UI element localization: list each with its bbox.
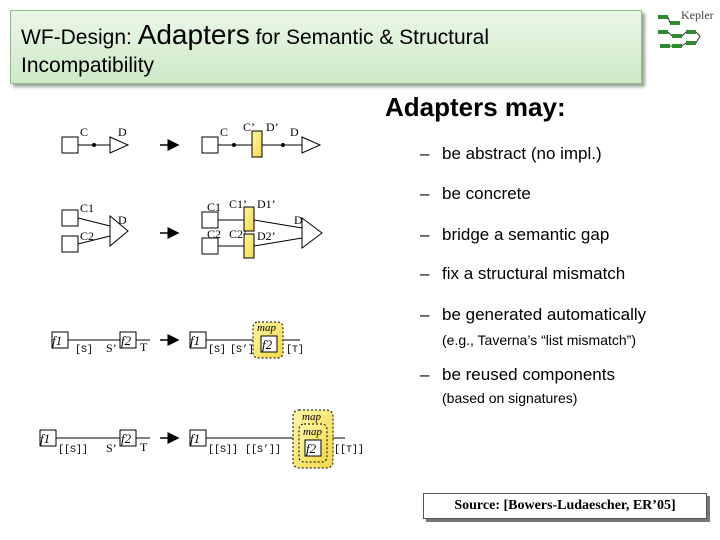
bullet-subtext: (e.g., Taverna’s “list mismatch”) [442, 332, 636, 348]
title-line-2: Incompatibility [21, 54, 155, 77]
bullet-text: fix a structural mismatch [442, 264, 626, 283]
label: map [302, 411, 321, 423]
label: C [220, 125, 228, 139]
row2-right: C1 C1’ D1’ C2 C2’ D2’ D [201, 197, 323, 259]
title-suffix: for Semantic & Structural [249, 26, 490, 49]
label: [[S]] [58, 444, 88, 456]
bullet-marker: – [420, 225, 430, 244]
row3-left: f1 [S] S’ f2 T [51, 331, 150, 356]
bullet-text: be reused components [442, 365, 615, 384]
label: f2 [262, 337, 273, 352]
source-citation: Source: [Bowers-Ludaescher, ER’05] [423, 493, 707, 519]
logo-text: Kepler [681, 8, 714, 22]
label: map [303, 426, 322, 438]
row4-right: f1 [[S]] [[S’]] map map f2 [[T]] [189, 409, 364, 469]
label: D2’ [257, 229, 276, 243]
bullet-item: –be reused components [420, 365, 615, 385]
label: [[T]] [334, 444, 364, 456]
label: C1 [80, 201, 94, 215]
actor-box [61, 136, 79, 154]
bullet-item: –bridge a semantic gap [420, 225, 609, 245]
bullet-marker: – [420, 365, 430, 384]
label: D1’ [257, 197, 276, 211]
bullet-text: bridge a semantic gap [442, 225, 610, 244]
label: [[S]] [208, 444, 238, 456]
row3-right: f1 [S] [S’] map f2 [T] [189, 321, 304, 359]
label: C2 [207, 227, 221, 241]
label: C [80, 125, 88, 139]
bullet-text: be abstract (no impl.) [442, 144, 602, 163]
label: C’ [243, 120, 255, 134]
label: f1 [40, 431, 50, 446]
bullet-marker: – [420, 144, 430, 163]
kepler-logo: Kepler [658, 8, 714, 48]
bullet-subtext: (based on signatures) [442, 390, 578, 406]
title-banner: WF-Design: Adapters for Semantic & Struc… [10, 10, 642, 84]
label: f1 [190, 431, 200, 446]
bullet-item: –be concrete [420, 184, 531, 204]
label: T [140, 440, 148, 454]
label: f2 [121, 431, 132, 446]
label: D’ [266, 120, 279, 134]
label: D [118, 125, 127, 139]
label: f1 [52, 333, 62, 348]
label: C1’ [229, 197, 247, 211]
row1-right: C C’ D’ D [201, 120, 322, 158]
bullet-marker: – [420, 305, 430, 324]
title-line-1: WF-Design: Adapters for Semantic & Struc… [21, 19, 489, 51]
row1-left: C D [61, 125, 130, 154]
label: D [290, 125, 299, 139]
label: f2 [121, 333, 132, 348]
label: [[S’]] [245, 444, 281, 456]
bullet-item: –be generated automatically [420, 305, 646, 325]
bullet-item: –be abstract (no impl.) [420, 144, 602, 164]
label: f1 [190, 333, 200, 348]
label: S’ [106, 441, 117, 455]
label: C2’ [229, 227, 247, 241]
adapters-heading: Adapters may: [385, 92, 566, 122]
label: [S] [208, 344, 226, 356]
label: C2 [80, 229, 94, 243]
label: D [294, 213, 303, 227]
label: C1 [207, 200, 221, 214]
label: [T] [286, 344, 304, 356]
label: [S] [75, 344, 93, 356]
label: f2 [306, 441, 317, 456]
port-triangle [109, 136, 130, 154]
bullet-text: be generated automatically [442, 305, 647, 324]
label: S’ [106, 341, 117, 355]
row4-left: f1 [[S]] S’ f2 T [39, 429, 150, 456]
bullet-text: be concrete [442, 184, 531, 203]
label: map [257, 322, 276, 334]
label: T [140, 340, 148, 354]
bullet-item: –fix a structural mismatch [420, 264, 625, 284]
label: [S’] [230, 344, 254, 356]
title-emphasis: Adapters [137, 19, 250, 50]
bullet-marker: – [420, 184, 430, 203]
adapter-box [251, 130, 263, 158]
bullet-marker: – [420, 264, 430, 283]
title-prefix: WF-Design: [21, 26, 138, 49]
label: D [118, 213, 127, 227]
row2-left: C1 C2 D [61, 201, 129, 253]
